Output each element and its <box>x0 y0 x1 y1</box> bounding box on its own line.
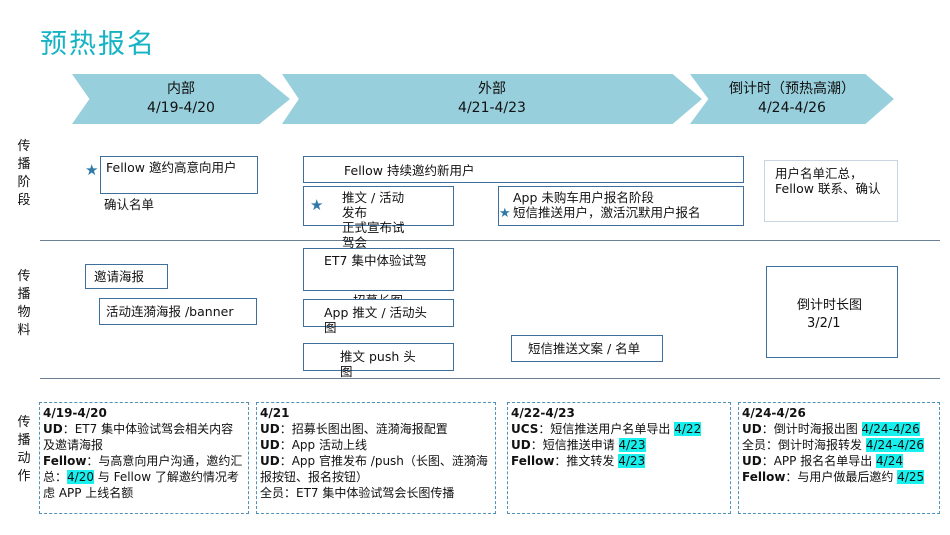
date-highlight: 4/23 <box>618 438 646 452</box>
star-icon: ★ <box>310 196 324 214</box>
phase-name: 外部 <box>478 81 506 97</box>
action-text: ：短信推送申请 <box>530 438 619 452</box>
action-text: ：招募长图出图、涟漪海报配置 <box>279 422 448 436</box>
phase-arrow-external: 外部 4/21-4/23 <box>282 74 702 124</box>
material-countdown-sub: 3/2/1 <box>807 316 841 331</box>
action-text: 全员：ET7 集中体验试驾会长图传播 <box>260 486 455 500</box>
stage-external-top-box: Fellow 持续邀约新用户 <box>303 156 744 183</box>
action-text: 全员：倒计时海报转发 <box>742 438 866 452</box>
phase-name: 倒计时（预热高潮） <box>729 81 855 97</box>
action-text: 与 Fellow 了解邀约情况考虑 APP 上线名额 <box>43 470 239 500</box>
star-icon: ★ <box>499 206 511 221</box>
stage-external-right-line1: App 未购车用户报名阶段 <box>513 190 654 205</box>
date-highlight: 4/23 <box>618 454 646 468</box>
phase-dates: 4/21-4/23 <box>458 100 526 116</box>
date-highlight: 4/25 <box>897 470 925 484</box>
role-label: UCS <box>511 422 539 436</box>
row-label-action: 传播动作 <box>17 415 31 484</box>
role-label: Fellow <box>511 454 555 468</box>
stage-countdown-text: 用户名单汇总，Fellow 联系、确认 <box>775 166 881 196</box>
stage-external-right-box: App 未购车用户报名阶段 短信推送用户，激活沉默用户报名 <box>498 186 744 226</box>
action-date: 4/22-4/23 <box>511 406 575 420</box>
role-label: UD <box>260 422 280 436</box>
material-sms-text: 短信推送文案 / 名单 <box>528 341 641 356</box>
action-text: ：与用户做最后邀约 <box>785 470 898 484</box>
row-divider <box>40 240 940 241</box>
role-label: UD <box>43 422 63 436</box>
stage-external-left-box: 推文 / 活动发布 正式宣布试驾会 <box>303 186 454 250</box>
stage-internal-box: Fellow 邀约高意向用户 <box>100 156 258 194</box>
action-box-internal: 4/19-4/20 UD：ET7 集中体验试驾会相关内容及邀请海报 Fellow… <box>39 402 249 514</box>
date-highlight: 4/20 <box>67 470 94 484</box>
role-label: Fellow <box>742 470 786 484</box>
role-label: UD <box>742 454 762 468</box>
stage-external-left-line2: 正式宣布试驾会 <box>342 220 405 250</box>
stage-external-right-line2: 短信推送用户，激活沉默用户报名 <box>513 205 701 220</box>
phase-dates: 4/24-4/26 <box>758 100 826 116</box>
material-app-post-header: App 推文 / 活动头图 <box>303 299 454 335</box>
material-post-push-header: 推文 push 头图 <box>303 343 454 379</box>
row-label-stage: 传播阶段 <box>17 139 31 208</box>
date-highlight: 4/24 <box>876 454 903 468</box>
phase-dates: 4/19-4/20 <box>147 100 215 116</box>
row-divider <box>40 378 940 379</box>
role-label: Fellow <box>43 454 87 468</box>
action-date: 4/21 <box>260 406 290 420</box>
action-text: ：App 官推发布 /push（长图、涟漪海报按钮、报名按钮） <box>260 454 488 484</box>
role-label: UD <box>742 422 762 436</box>
date-highlight: 4/24-4/26 <box>861 422 920 436</box>
material-et7-long-image: ET7 集中体验试驾 <box>303 248 454 291</box>
row-label-material: 传播物料 <box>17 269 31 338</box>
stage-internal-text: Fellow 邀约高意向用户 <box>106 160 237 175</box>
material-invite-poster: 邀请海报 <box>85 264 168 289</box>
action-text: ：ET7 集中体验试驾会相关内容及邀请海报 <box>43 422 234 452</box>
role-label: UD <box>260 438 280 452</box>
material-sms-copy: 短信推送文案 / 名单 <box>511 335 663 362</box>
action-date: 4/24-4/26 <box>742 406 806 420</box>
page-title: 预热报名 <box>40 29 156 60</box>
action-text: ：倒计时海报出图 <box>761 422 862 436</box>
action-text: ：与高意向用户沟通，邀约汇总： <box>43 454 243 484</box>
material-invite-poster-text: 邀请海报 <box>94 269 145 284</box>
role-label: UD <box>511 438 531 452</box>
date-highlight: 4/22 <box>674 422 702 436</box>
action-text: ：短信推送用户名单导出 <box>538 422 675 436</box>
material-app-post-text: App 推文 / 活动头图 <box>324 305 428 335</box>
stage-countdown-box: 用户名单汇总，Fellow 联系、确认 <box>764 160 898 222</box>
material-carousel-poster-text: 活动连漪海报 /banner <box>106 304 234 319</box>
phase-arrow-internal: 内部 4/19-4/20 <box>72 74 290 124</box>
material-post-push-text: 推文 push 头图 <box>340 349 416 379</box>
phase-name: 内部 <box>167 81 195 97</box>
role-label: UD <box>260 454 280 468</box>
action-date: 4/19-4/20 <box>43 406 107 420</box>
stage-internal-sub: 确认名单 <box>104 197 155 212</box>
material-countdown-long-image: 倒计时长图 3/2/1 <box>766 266 898 358</box>
action-text: ：APP 报名名单导出 <box>761 454 877 468</box>
phase-arrow-countdown: 倒计时（预热高潮） 4/24-4/26 <box>690 74 894 124</box>
material-carousel-poster: 活动连漪海报 /banner <box>99 298 257 325</box>
date-highlight: 4/24-4/26 <box>865 438 925 452</box>
star-icon: ★ <box>85 161 99 179</box>
action-box-sms: 4/22-4/23 UCS：短信推送用户名单导出 4/22 UD：短信推送申请 … <box>507 402 731 514</box>
action-text: ：推文转发 <box>554 454 619 468</box>
action-box-external: 4/21 UD：招募长图出图、涟漪海报配置 UD：App 活动上线 UD：App… <box>256 402 496 514</box>
action-box-countdown: 4/24-4/26 UD：倒计时海报出图 4/24-4/26 全员：倒计时海报转… <box>738 402 940 514</box>
action-text: ：App 活动上线 <box>279 438 367 452</box>
stage-external-top-text: Fellow 持续邀约新用户 <box>344 163 475 178</box>
material-et7-text: ET7 集中体验试驾 <box>324 253 427 268</box>
material-countdown-text: 倒计时长图 <box>797 298 863 313</box>
stage-external-left-line1: 推文 / 活动发布 <box>342 190 405 220</box>
